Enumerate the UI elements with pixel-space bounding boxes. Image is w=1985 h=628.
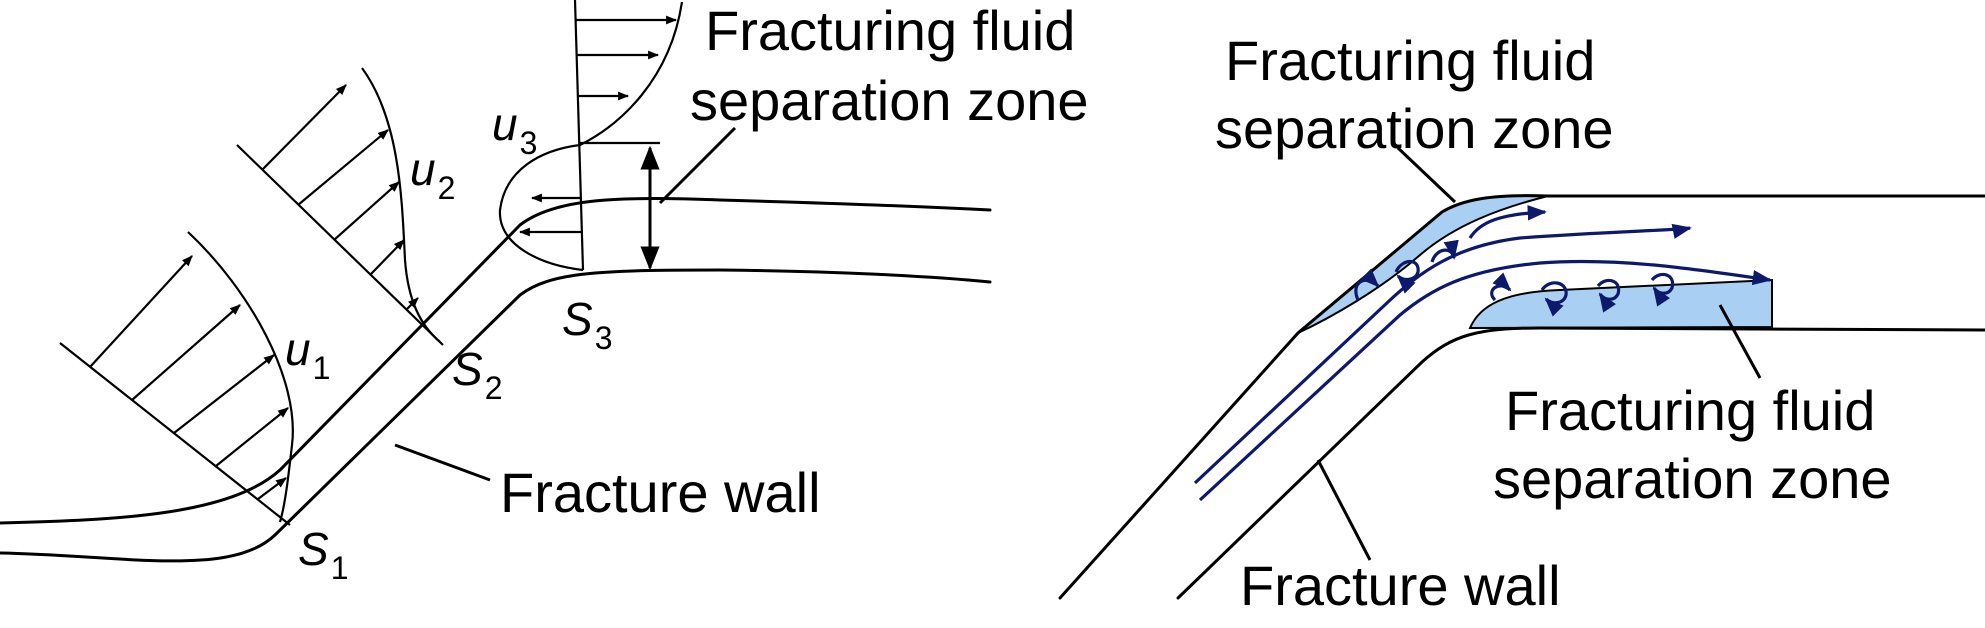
fracture-wall-leader (394, 443, 491, 482)
fracture-wall-label: Fracture wall (500, 461, 821, 524)
velocity-profile-u3 (498, 0, 684, 272)
velocity-u2-label: u2 (410, 143, 455, 206)
lower-zone-label-line1: Fracturing fluid (1505, 379, 1875, 442)
fracture-wall-upper (0, 196, 992, 525)
separation-zone-label-line2: separation zone (690, 69, 1089, 132)
point-s1-label: S1 (298, 523, 348, 586)
streamline-top-short (1468, 205, 1547, 239)
vortex-curls (1354, 239, 1675, 317)
velocity-profile-u2 (236, 67, 444, 346)
right-panel: Fracturing fluid separation zone Fractur… (1058, 29, 1985, 617)
streamline-lower (1198, 259, 1772, 502)
upper-zone-label-line2: separation zone (1215, 97, 1614, 160)
fracture-wall-lower (0, 268, 992, 563)
fracture-wall-label-right: Fracture wall (1240, 554, 1561, 617)
velocity-u1-label: u1 (285, 323, 330, 386)
separation-zone-label-line1: Fracturing fluid (705, 0, 1075, 62)
fracture-wall-leader-right (1316, 459, 1372, 561)
velocity-u3-label: u3 (492, 98, 537, 161)
fracture-wall-upper-right (1058, 194, 1985, 600)
separation-zone-lower (1468, 278, 1773, 330)
velocity-profile-u1 (59, 231, 294, 526)
left-panel: Fracturing fluid separation zone Fractur… (0, 0, 1089, 586)
point-s2-label: S2 (452, 343, 502, 406)
upper-zone-leader (1396, 146, 1457, 204)
point-s3-label: S3 (562, 293, 612, 356)
lower-zone-label-line2: separation zone (1493, 447, 1892, 510)
streamline-upper (1193, 223, 1692, 485)
upper-zone-label-line1: Fracturing fluid (1225, 29, 1595, 92)
separation-zone-leader (658, 126, 737, 205)
lower-zone-leader (1718, 304, 1762, 379)
fracture-wall-lower-right (1176, 326, 1985, 600)
